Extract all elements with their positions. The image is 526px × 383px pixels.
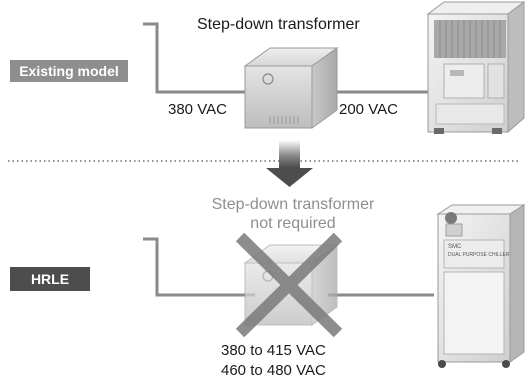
- transformer-unit: [243, 47, 339, 129]
- existing-model-label: Existing model: [10, 60, 128, 82]
- transformer-title: Step-down transformer: [197, 16, 360, 33]
- hrle-chiller-model: DUAL PURPOSE CHILLER: [448, 252, 510, 258]
- input-voltage-label: 380 VAC: [168, 101, 227, 118]
- existing-power-wire: [143, 22, 430, 94]
- hrle-power-wire: [143, 237, 434, 297]
- not-required-cross-icon: [235, 232, 343, 338]
- hrle-chiller-image: [436, 204, 526, 368]
- hrle-label: HRLE: [10, 267, 90, 291]
- hrle-chiller-brand: SMC: [448, 244, 462, 250]
- existing-model-label-text: Existing model: [19, 63, 119, 79]
- hrle-voltage-line1: 380 to 415 VAC: [221, 342, 326, 359]
- hrle-label-text: HRLE: [30, 271, 70, 287]
- not-required-title-line1: Step-down transformer: [211, 196, 375, 213]
- output-voltage-label: 200 VAC: [339, 101, 398, 118]
- down-arrow-icon: [266, 140, 313, 187]
- existing-chiller-image: [426, 1, 526, 134]
- not-required-title-line2: not required: [250, 215, 336, 232]
- hrle-voltage-line2: 460 to 480 VAC: [221, 362, 326, 379]
